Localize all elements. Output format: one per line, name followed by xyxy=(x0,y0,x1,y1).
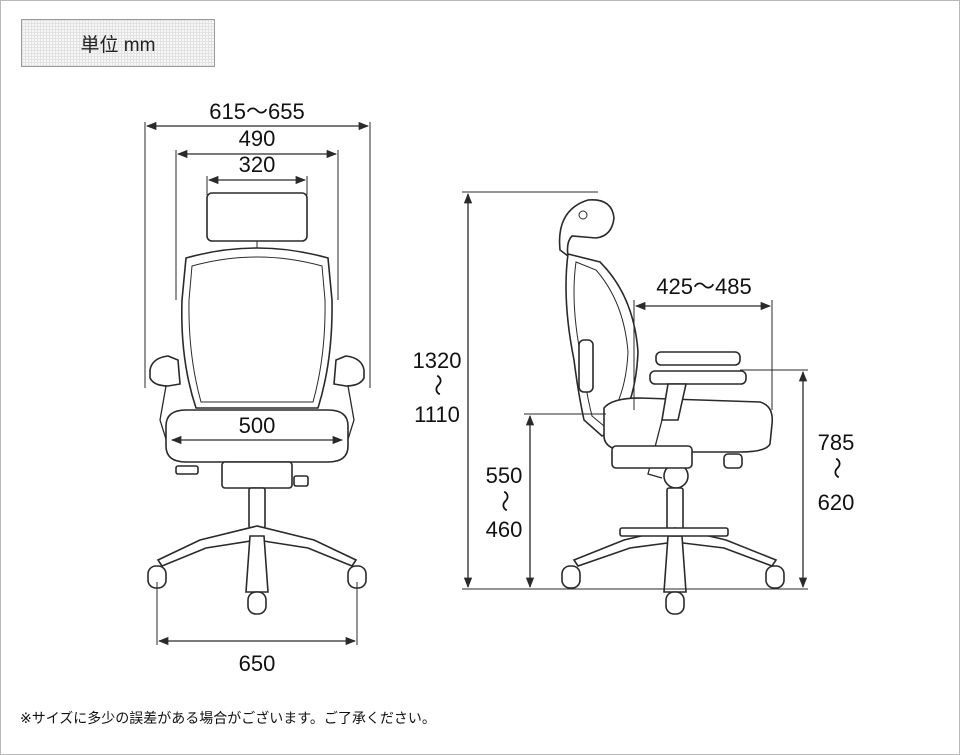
seat-height-min-label: 460 xyxy=(486,517,523,542)
overall-width-label: 615〜655 xyxy=(209,99,304,124)
seat-height-separator: 〜 xyxy=(492,490,517,512)
side-dimension-lines xyxy=(462,191,808,590)
front-dimension-lines xyxy=(144,121,371,646)
size-disclaimer: ※サイズに多少の誤差がある場合がございます。ご了承ください。 xyxy=(20,711,436,727)
unit-label: 単位 mm xyxy=(21,19,215,67)
armrest-height-max-label: 785 xyxy=(818,430,855,455)
seat-depth-label: 425〜485 xyxy=(656,274,751,299)
headrest-width-label: 320 xyxy=(239,152,276,177)
seat-width-label: 500 xyxy=(239,413,276,438)
seat-height-max-label: 550 xyxy=(486,463,523,488)
side-view-chair xyxy=(558,199,785,615)
overall-height-max-label: 1320 xyxy=(413,348,462,373)
base-width-label: 650 xyxy=(239,651,276,676)
armrest-height-min-label: 620 xyxy=(818,490,855,515)
back-width-label: 490 xyxy=(239,126,276,151)
front-view-chair xyxy=(147,192,367,615)
armrest-height-separator: 〜 xyxy=(824,457,849,479)
overall-height-min-label: 1110 xyxy=(414,402,460,427)
overall-height-separator: 〜 xyxy=(425,374,450,396)
